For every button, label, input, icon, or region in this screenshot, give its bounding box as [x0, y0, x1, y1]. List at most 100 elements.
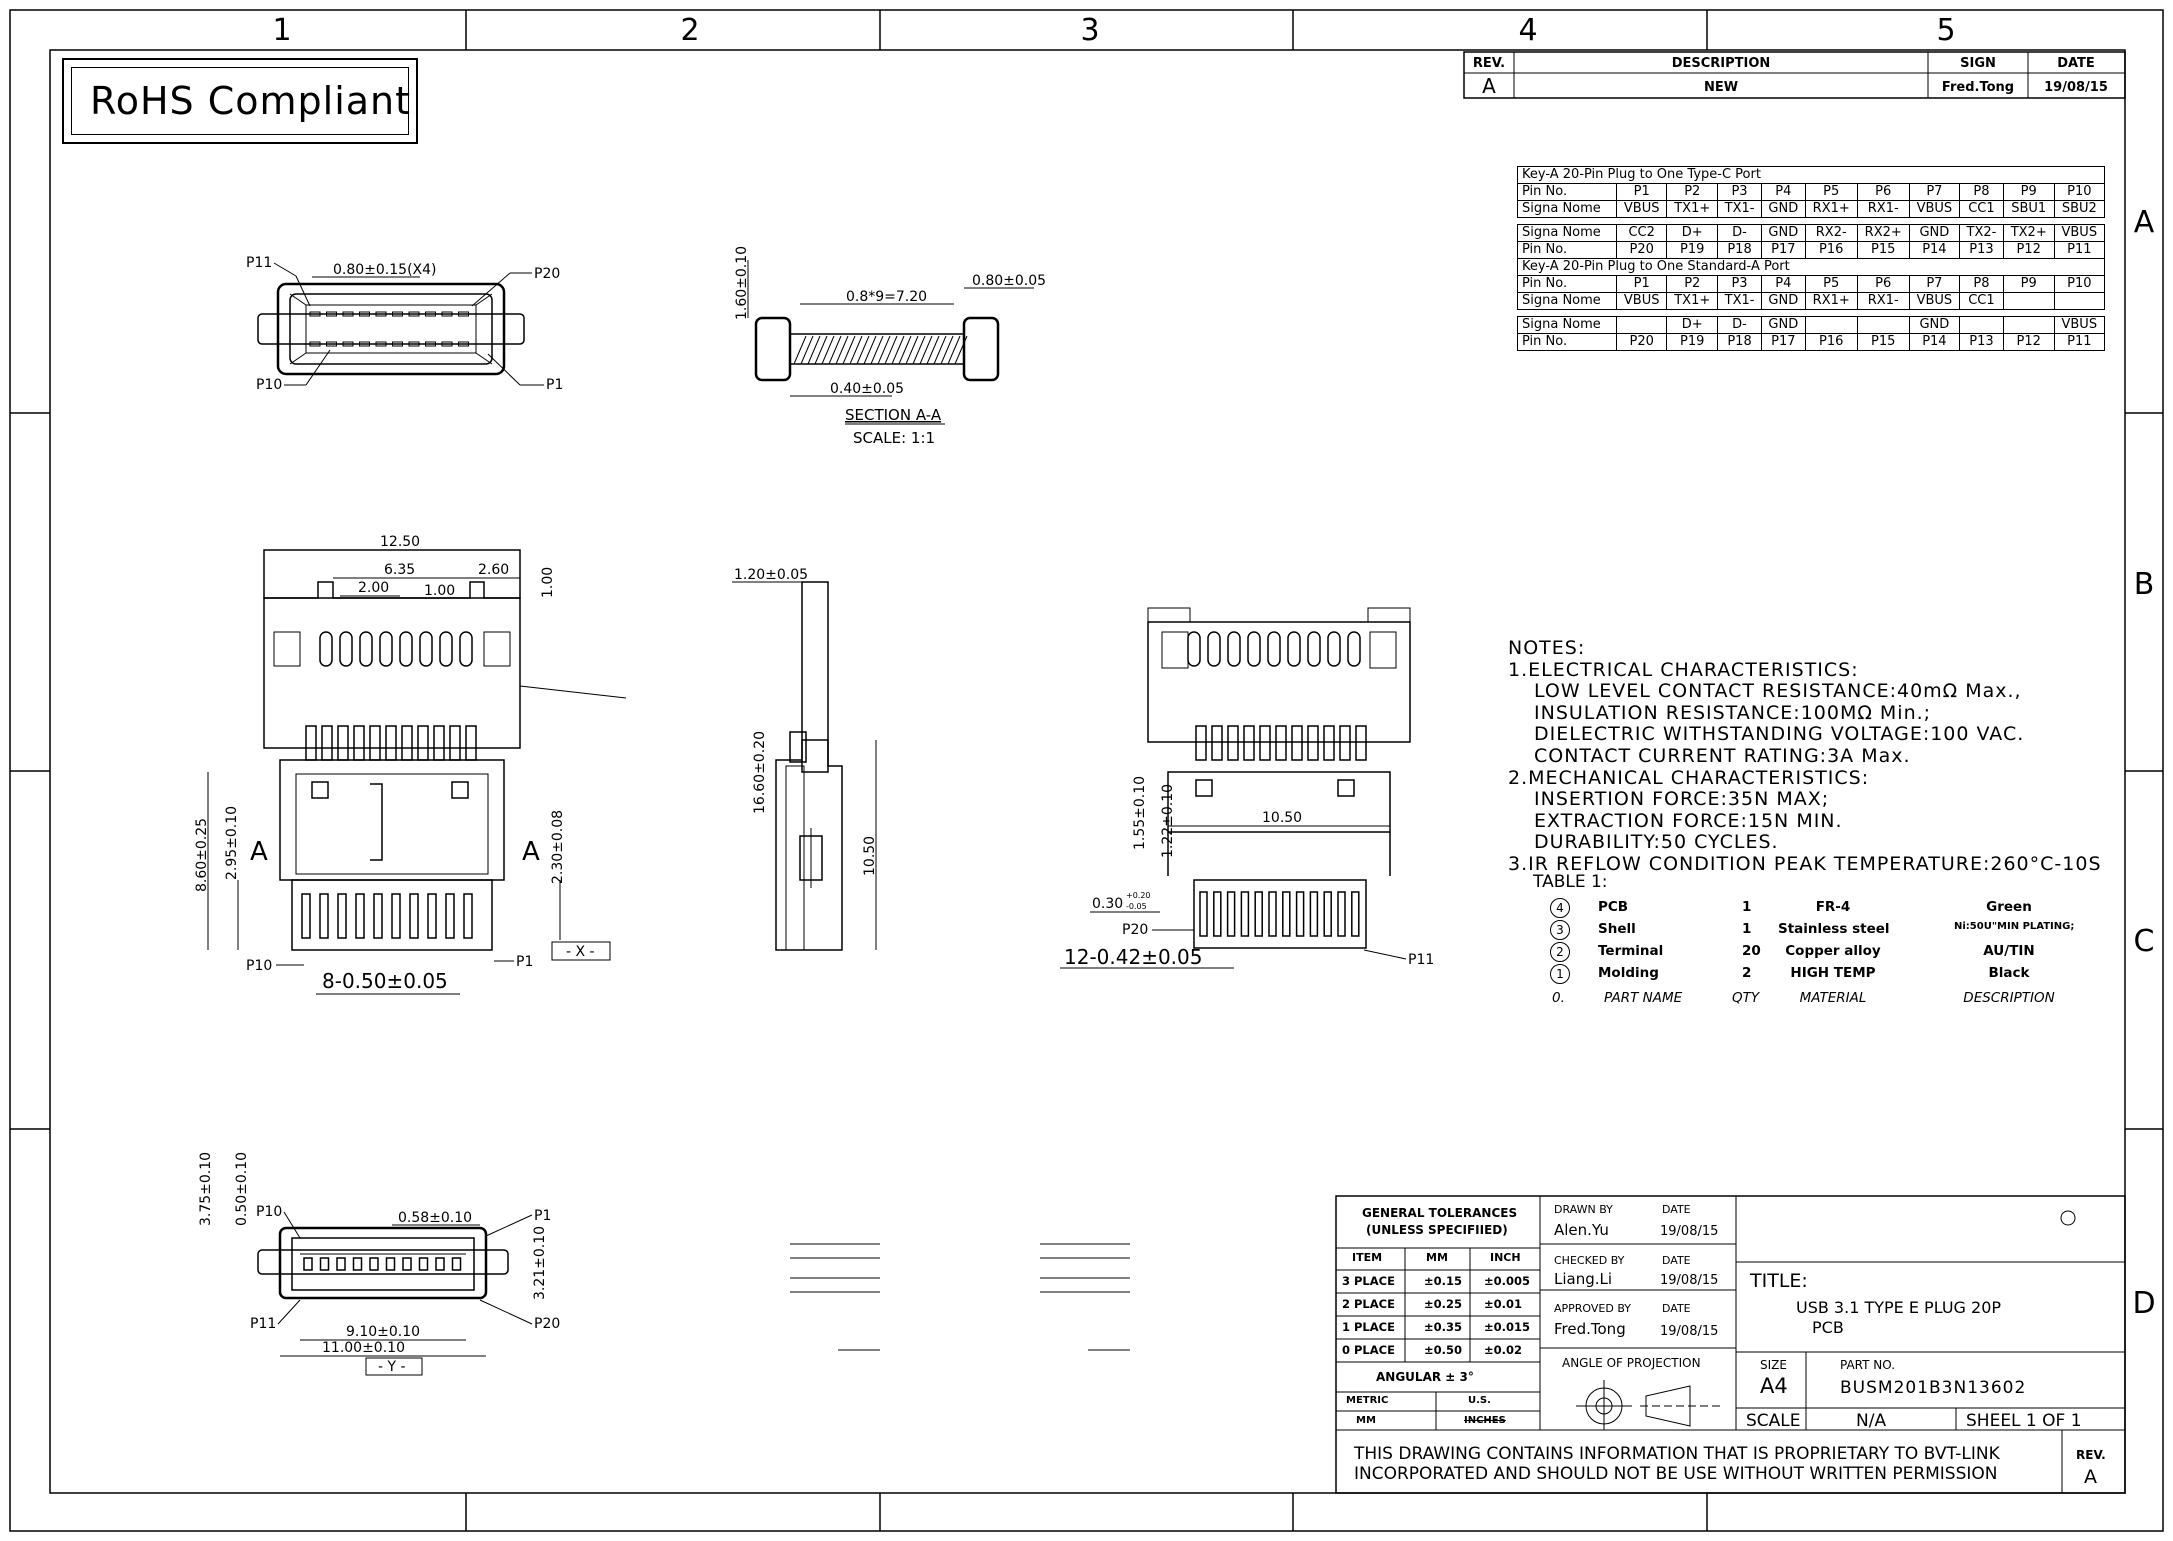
mm-label: MM: [1356, 1415, 1376, 1426]
stda-row4-cell: P16: [1804, 333, 1858, 351]
pin: [1227, 725, 1239, 761]
pin: [433, 725, 445, 761]
stda-row4-cell: P17: [1760, 333, 1806, 351]
label-front-p1: P1: [516, 954, 533, 970]
approved-by-label: APPROVED BY: [1554, 1302, 1632, 1315]
pin: [1275, 725, 1287, 761]
tolerances-title: GENERAL TOLERANCES: [1362, 1206, 1518, 1220]
proprietary-line1: THIS DRAWING CONTAINS INFORMATION THAT I…: [1354, 1444, 2000, 1464]
pin: [342, 341, 354, 347]
pin: [1355, 725, 1367, 761]
size-label: SIZE: [1760, 1358, 1787, 1372]
typec-row4-cell: P12: [2002, 241, 2055, 259]
pin: [408, 341, 420, 347]
dim-sec-height: 1.60±0.10: [734, 246, 750, 320]
projection-label: ANGLE OF PROJECTION: [1562, 1356, 1701, 1370]
slot: [1207, 631, 1221, 667]
note-line: EXTRACTION FORCE:15N MIN.: [1534, 809, 1843, 832]
scale-label: SCALE: [1746, 1411, 1801, 1431]
dim-side-1660: 16.60±0.20: [752, 731, 768, 814]
pin: [1309, 891, 1319, 937]
stda-row3-cell: [1616, 316, 1668, 334]
typec-row1-cell: P6: [1856, 183, 1910, 201]
slot: [319, 631, 333, 667]
dim-rear-122: 1.22±0.10: [1160, 784, 1176, 858]
stda-row1-cell: P6: [1856, 275, 1910, 293]
stda-caption: Key-A 20-Pin Plug to One Standard-A Port: [1517, 258, 2105, 276]
zone-col-3: 3: [1080, 13, 1099, 48]
stda-row2-cell: VBUS: [1616, 292, 1668, 310]
rohs-text: RoHS Compliant: [90, 79, 412, 123]
stda-row4-cell: P18: [1717, 333, 1762, 351]
pcb-edge-lines: [790, 1243, 1130, 1351]
typec-row1-cell: P8: [1959, 183, 2004, 201]
slot: [439, 631, 453, 667]
rohs-compliant-label: RoHS Compliant: [62, 58, 418, 144]
proprietary-line2: INCORPORATED AND SHOULD NOT BE USE WITHO…: [1354, 1464, 1998, 1484]
approved-date-label: DATE: [1662, 1302, 1691, 1315]
dim-bottom-050: 0.50±0.10: [234, 1152, 250, 1226]
stda-row4-label: Pin No.: [1516, 333, 1618, 351]
drawn-date: 19/08/15: [1660, 1224, 1719, 1239]
stda-row3-cell: [1959, 316, 2004, 334]
pin: [319, 893, 329, 939]
stda-row4-cell: P15: [1856, 333, 1910, 351]
pin: [326, 311, 337, 317]
stda-row2-cell: [2002, 292, 2055, 310]
typec-row1-cell: P1: [1616, 183, 1668, 201]
bom-part: PCB: [1598, 899, 1629, 915]
typec-row2-cell: RX1+: [1804, 200, 1858, 218]
front-view: 12.50 6.35 2.60 2.00 1.00 1.00 8.60±0.25…: [194, 534, 627, 995]
tol-cell: 0 PLACE: [1342, 1343, 1395, 1357]
pin: [449, 725, 461, 761]
stda-row2-cell: TX1-: [1717, 292, 1762, 310]
pin: [375, 341, 387, 347]
pin: [309, 311, 321, 317]
bom-item-number: 4: [1550, 898, 1570, 918]
label-bottom-p20: P20: [534, 1316, 560, 1332]
bom-header-part: PART NAME: [1604, 990, 1683, 1006]
dim-side-1050: 10.50: [862, 836, 878, 876]
rev-label-bottom: REV.: [2076, 1448, 2106, 1462]
label-bottom-p1: P1: [534, 1208, 551, 1224]
pin: [409, 893, 419, 939]
rear-view: 10.50 1.55±0.10 1.22±0.10 0.30 +0.20 -0.…: [1060, 607, 1434, 969]
bom-part: Molding: [1598, 965, 1659, 981]
stda-row1-cell: P5: [1804, 275, 1858, 293]
note-line: 3.IR REFLOW CONDITION PEAK TEMPERATURE:2…: [1508, 852, 2102, 875]
typec-row1-cell: P10: [2053, 183, 2106, 201]
rev-value-bottom: A: [2084, 1466, 2097, 1488]
stda-row2-cell: CC1: [1959, 292, 2004, 310]
typec-row3-cell: RX2-: [1804, 224, 1858, 242]
pin: [391, 893, 401, 939]
drawn-by-label: DRAWN BY: [1554, 1203, 1613, 1216]
slot: [359, 631, 373, 667]
slot: [379, 631, 393, 667]
pin: [418, 1257, 429, 1271]
pin: [425, 311, 436, 317]
typec-row2-cell: SBU2: [2053, 200, 2106, 218]
typec-row3-label: Signa Nome: [1516, 224, 1618, 242]
stda-row4-cell: P11: [2053, 333, 2106, 351]
stda-row3-cell: GND: [1908, 316, 1961, 334]
zone-row-b: B: [2134, 567, 2155, 602]
typec-row3-cell: VBUS: [2053, 224, 2106, 242]
note-line: INSERTION FORCE:35N MAX;: [1534, 788, 1830, 811]
pin: [352, 1257, 363, 1271]
rear-view-slots: [1187, 631, 1361, 667]
tol-cell: 3 PLACE: [1342, 1274, 1395, 1288]
stda-row3-cell: D-: [1717, 316, 1762, 334]
typec-row4-cell: P16: [1804, 241, 1858, 259]
typec-row1-cell: P9: [2002, 183, 2055, 201]
pin: [401, 725, 413, 761]
desc-header: DESCRIPTION: [1672, 56, 1771, 71]
label-rear-p20: P20: [1122, 922, 1148, 938]
rev-header: REV.: [1473, 56, 1505, 71]
dim-bottom-321: 3.21±0.10: [532, 1226, 548, 1300]
dim-bottom-1100: 11.00±0.10: [322, 1340, 405, 1356]
slot: [1347, 631, 1361, 667]
typec-row3-cell: TX2-: [1959, 224, 2004, 242]
section-hatch: [793, 335, 968, 365]
zone-col-1: 1: [272, 13, 291, 48]
